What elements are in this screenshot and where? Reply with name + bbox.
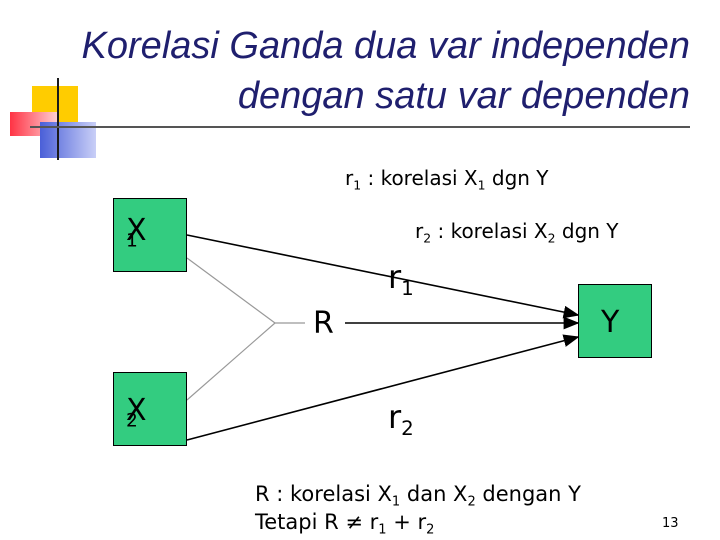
edge-label-r1: r1 <box>388 258 414 300</box>
node-y: Y <box>578 284 652 358</box>
note-r2: r2 : korelasi X2 dgn Y <box>415 219 619 246</box>
footer-line-2: Tetapi R ≠ r1 + r2 <box>255 510 435 538</box>
note-r1: r1 : korelasi X1 dgn Y <box>345 166 549 193</box>
deco-horizontal-rule <box>30 126 690 128</box>
edge-x2-r <box>186 322 276 401</box>
title-line-2: dengan satu var dependen <box>237 75 690 117</box>
deco-blue-square <box>40 122 96 158</box>
node-r: R <box>313 306 334 341</box>
edge-x1-r <box>186 257 276 324</box>
edge-x2-y <box>186 334 580 441</box>
deco-vertical-rule <box>57 78 59 160</box>
edge-x1-y <box>186 234 580 319</box>
edge-label-r2: r2 <box>388 398 414 440</box>
footer-line-1: R : korelasi X1 dan X2 dengan Y <box>255 482 581 510</box>
title-line-1: Korelasi Ganda dua var independen <box>81 25 690 67</box>
page-number: 13 <box>662 516 679 531</box>
